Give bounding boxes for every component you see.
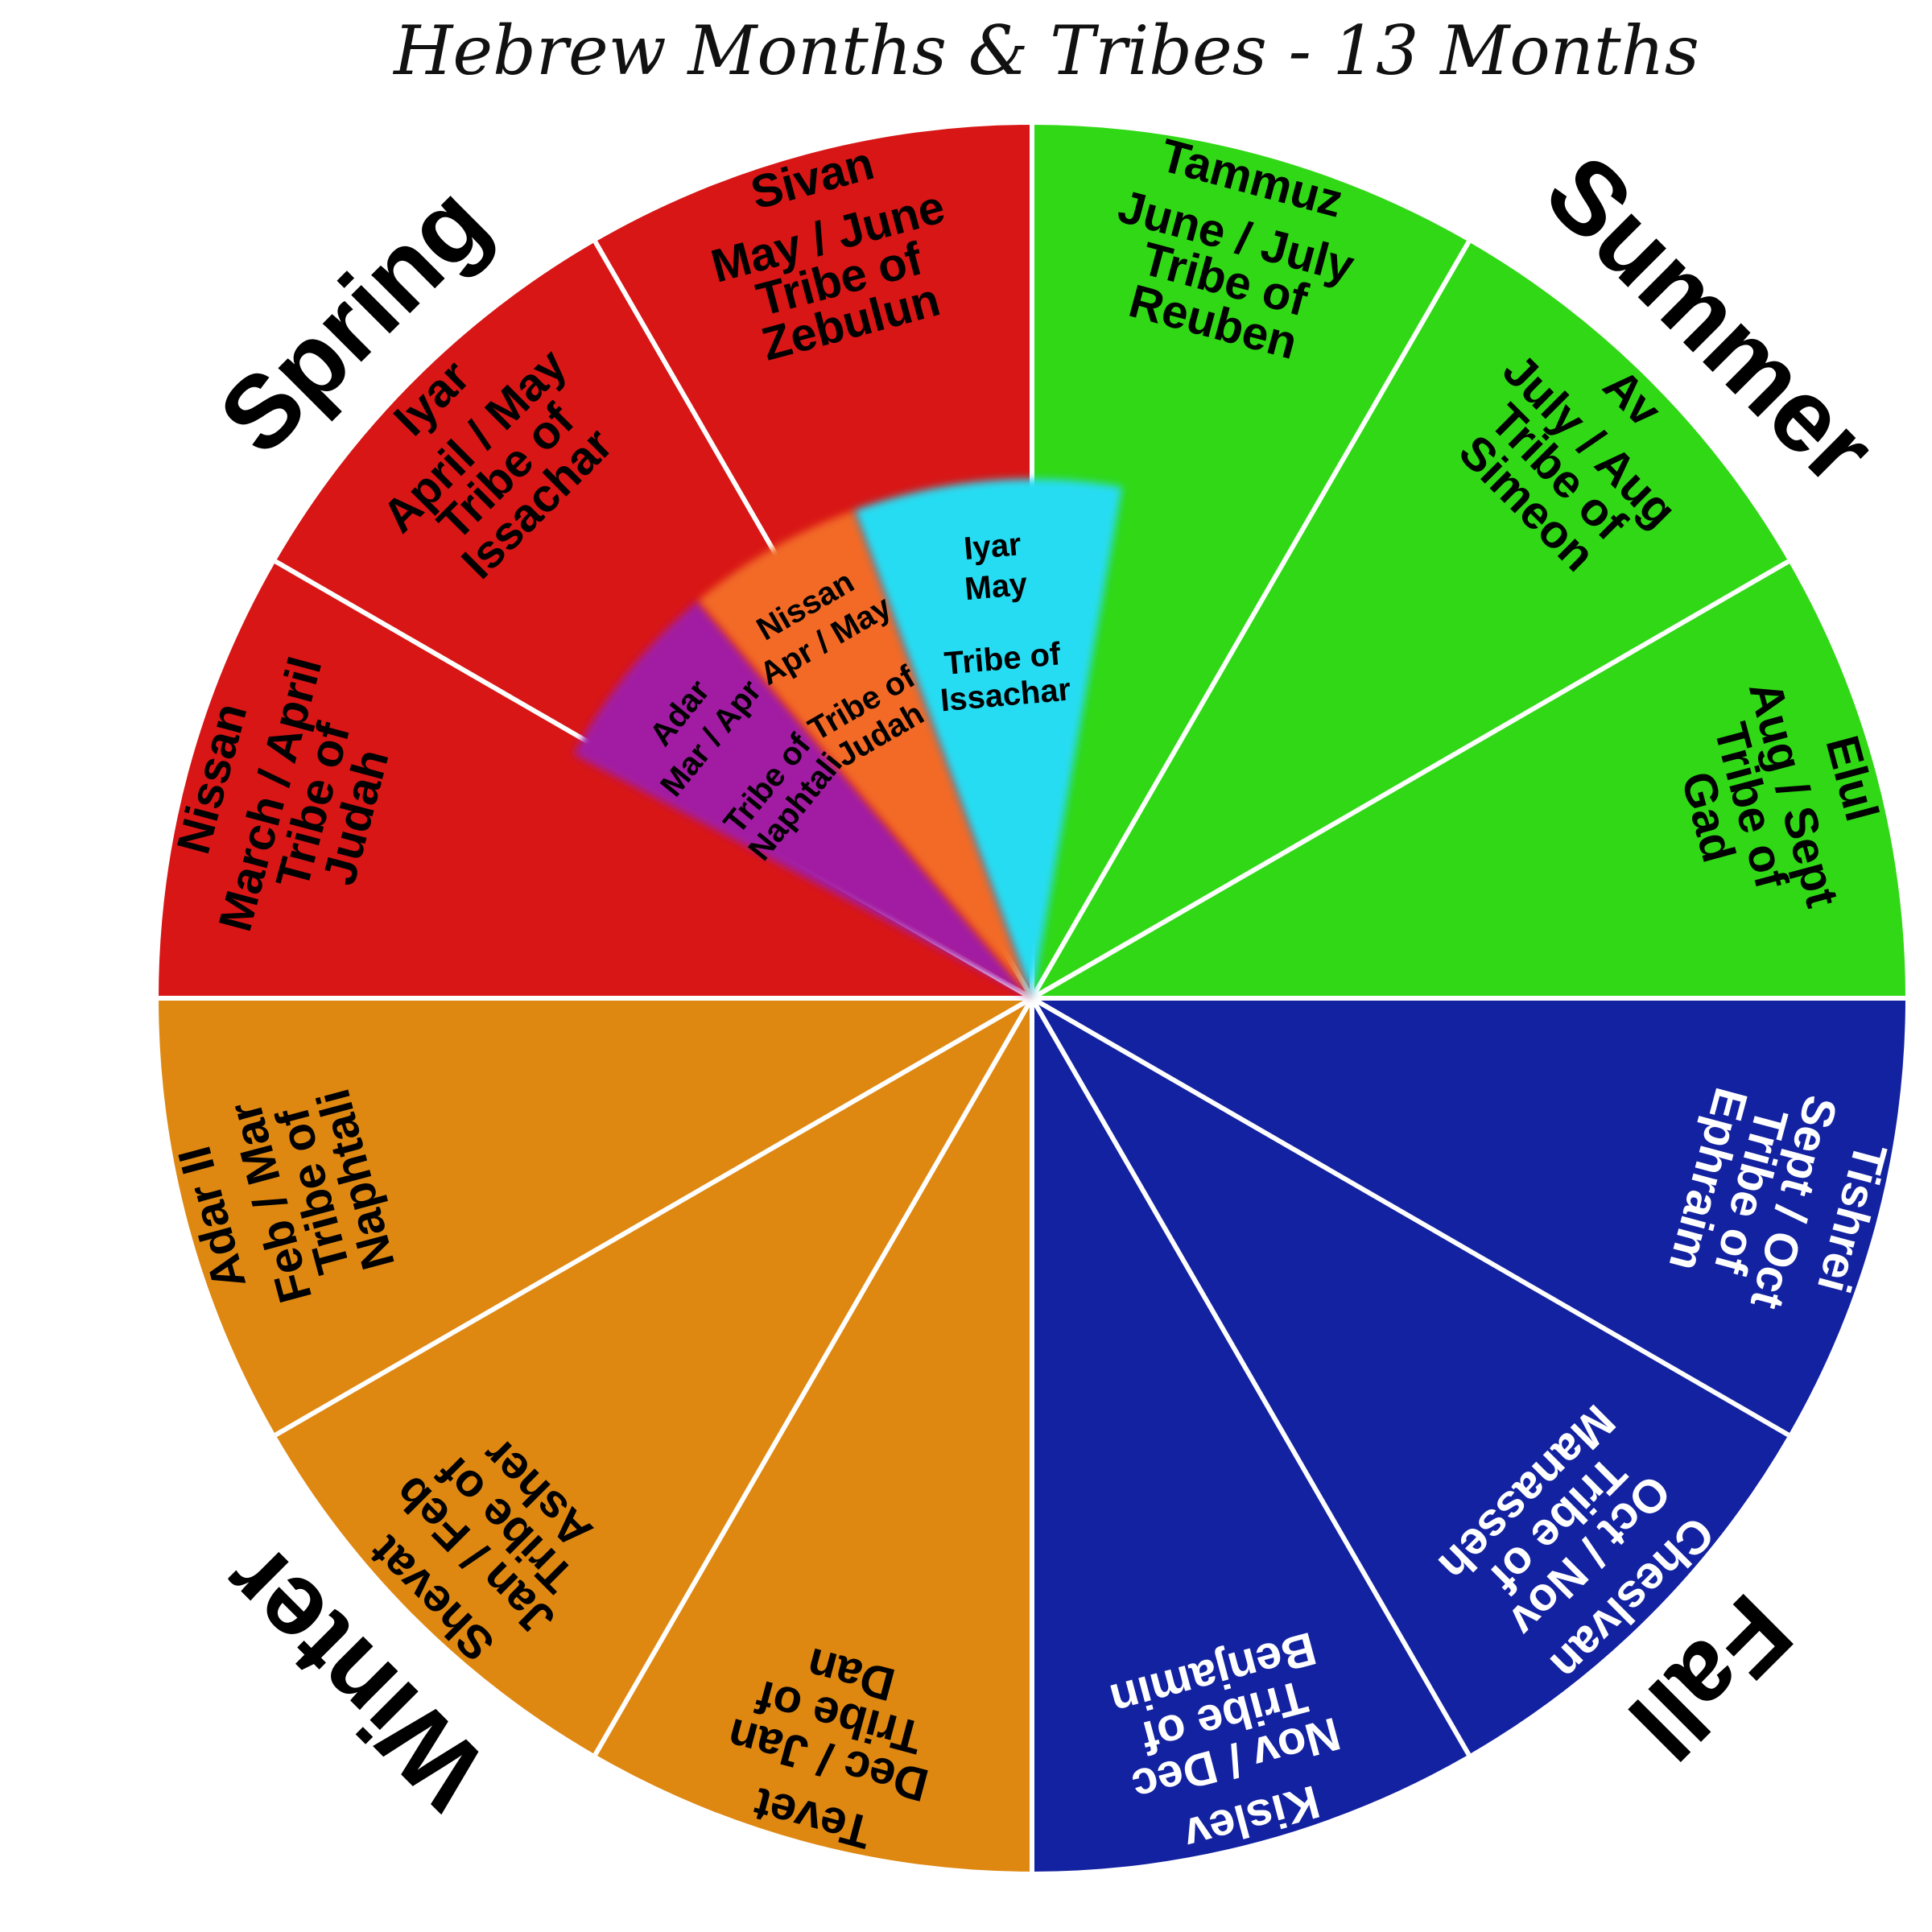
- segment-tevet: [595, 998, 1032, 1872]
- divider-line: [592, 997, 1034, 1757]
- segment-inner-iyar: [854, 479, 1122, 998]
- segment-tammuz: [1032, 125, 1469, 998]
- inner-ring: [573, 479, 1122, 998]
- divider-line: [1030, 996, 1790, 1438]
- segment-tishrei: [1032, 998, 1905, 1435]
- diagram-title: Hebrew Months & Tribes - 13 Months: [392, 11, 1699, 90]
- segment-kislev: [1032, 998, 1469, 1872]
- divider-line: [274, 996, 1034, 1438]
- divider-line: [1030, 997, 1472, 1757]
- outer-ring: [159, 125, 1905, 1872]
- segment-shevat: [275, 998, 1032, 1755]
- segment-inner-nissan: [698, 510, 1032, 998]
- segment-av: [1032, 242, 1789, 998]
- segment-adar-ii: [159, 998, 1032, 1435]
- segment-nissan: [159, 561, 1032, 998]
- segment-inner-adar: [573, 600, 1032, 998]
- divider-line: [1030, 240, 1472, 1000]
- divider-line: [1030, 559, 1790, 1001]
- segment-inner-iyar-month: Iyar: [963, 526, 1023, 567]
- segment-elul: [1032, 561, 1905, 998]
- segment-inner-iyar-dates: May: [964, 567, 1030, 608]
- segment-cheshvan: [1032, 998, 1789, 1755]
